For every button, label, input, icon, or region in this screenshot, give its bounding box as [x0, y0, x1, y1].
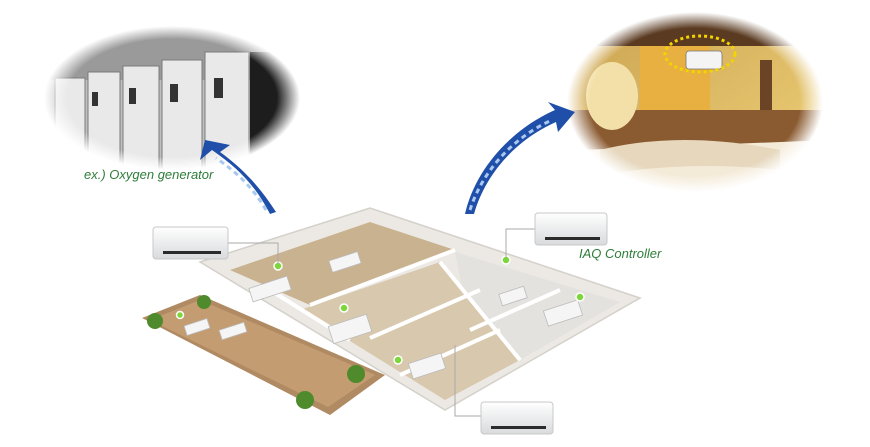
arrow-to-bedroom-icon: [465, 102, 575, 214]
iaq-highlight-ring: [663, 34, 737, 74]
controller-bottom: [480, 401, 554, 435]
arrow-to-oxygen-generator-icon: [200, 140, 276, 214]
leader-lines: [228, 228, 535, 417]
controller-top-left: [152, 226, 229, 260]
iaq-controller-label: IAQ Controller: [579, 246, 662, 261]
oxygen-generator-photo: [40, 20, 310, 180]
controller-top-right: [534, 212, 608, 246]
floor-plan: [142, 207, 642, 415]
bedroom-photo: [566, 12, 830, 196]
oxygen-generator-label: ex.) Oxygen generator: [84, 167, 214, 182]
